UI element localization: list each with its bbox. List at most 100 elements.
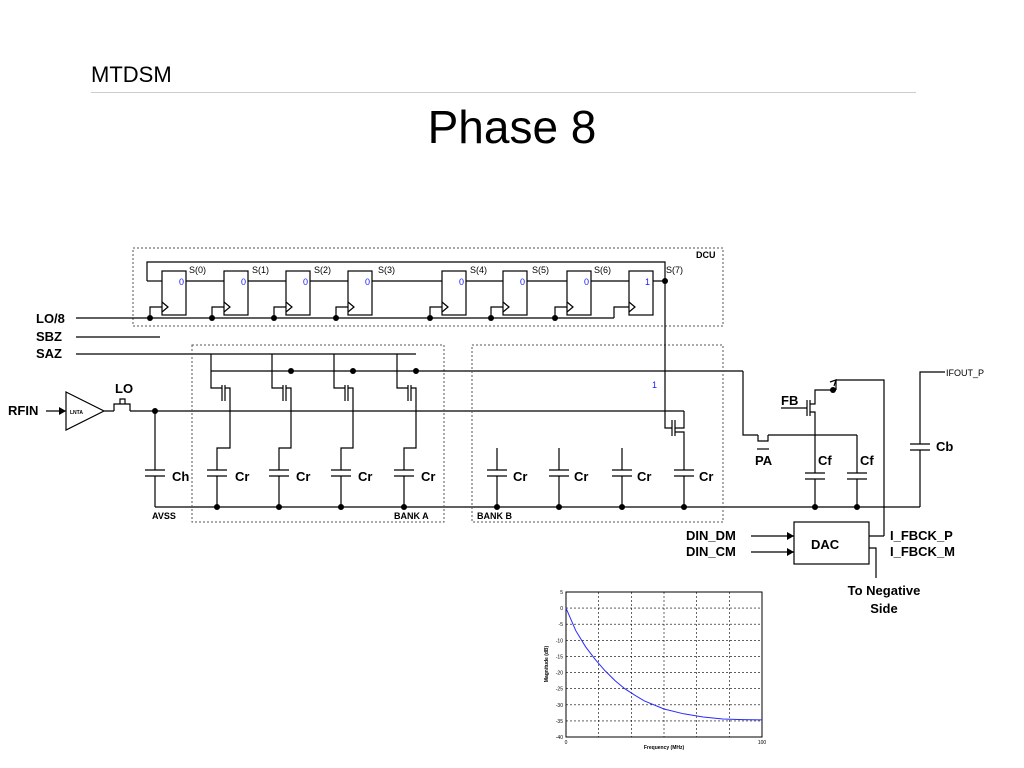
cf-1-label: Cf bbox=[860, 453, 874, 468]
header-divider bbox=[91, 92, 916, 93]
clk-dot-2 bbox=[271, 315, 277, 321]
dff-4-clock bbox=[441, 301, 449, 313]
clk-dot-6 bbox=[552, 315, 558, 321]
fb-label: FB bbox=[781, 393, 798, 408]
bank-a-cr-3 bbox=[394, 411, 417, 507]
lnta-triangle bbox=[65, 391, 106, 431]
y-tick-label: -35 bbox=[556, 719, 563, 725]
dff-4-label: S(4) bbox=[470, 265, 487, 275]
pa-label: PA bbox=[755, 453, 773, 468]
dff-5-value: 0 bbox=[520, 277, 525, 287]
bank-a-switch-2 bbox=[333, 354, 354, 411]
rfin-arrow-icon bbox=[59, 407, 66, 415]
y-tick-label: -30 bbox=[556, 703, 563, 709]
slide-title: Phase 8 bbox=[427, 101, 597, 153]
bank-a-boundary bbox=[191, 344, 445, 523]
bank-a-cr-2-label: Cr bbox=[358, 469, 372, 484]
dff-6: 0 S(6) bbox=[566, 265, 611, 316]
frequency-response-chart: 50-5-10-15-20-25-30-35-40 0 100 Frequenc… bbox=[544, 590, 766, 751]
dff-0-clock bbox=[161, 301, 169, 313]
dff-4-box bbox=[441, 270, 467, 316]
dff-5-clock bbox=[502, 301, 510, 313]
slide-header: MTDSM bbox=[91, 62, 172, 87]
dcu-boundary bbox=[132, 247, 724, 327]
plot-grid bbox=[566, 592, 762, 738]
bank-a-label: BANK A bbox=[394, 511, 429, 521]
to-negative-side-line2: Side bbox=[870, 601, 897, 616]
dff-3-box bbox=[347, 270, 373, 316]
clk-dot-5 bbox=[488, 315, 494, 321]
fb-switch bbox=[781, 389, 836, 435]
gnd-dot-cf1 bbox=[854, 504, 860, 510]
clk-dot-4 bbox=[427, 315, 433, 321]
gnd-dot-b3 bbox=[681, 504, 687, 510]
bank-a-cr-0-label: Cr bbox=[235, 469, 249, 484]
gnd-dot-a1 bbox=[276, 504, 282, 510]
dcu-label: DCU bbox=[696, 250, 716, 260]
bank-b-boundary bbox=[471, 344, 724, 523]
ch-capacitor bbox=[145, 411, 165, 507]
dac-output-wires bbox=[869, 535, 884, 578]
bank-a-cr-1 bbox=[269, 411, 292, 507]
dff-7-clock bbox=[628, 301, 636, 313]
dff-1: 0 S(1) bbox=[223, 265, 269, 316]
dff-2: 0 S(2) bbox=[285, 265, 331, 316]
gnd-dot-a3 bbox=[401, 504, 407, 510]
y-tick-label: -40 bbox=[556, 735, 563, 741]
bank-b-cr-1 bbox=[549, 448, 569, 507]
sbz-label: SBZ bbox=[36, 329, 62, 344]
gnd-dot-b0 bbox=[494, 504, 500, 510]
lo-switch-label: LO bbox=[115, 381, 133, 396]
dff-6-clock bbox=[566, 301, 574, 313]
ch-label: Ch bbox=[172, 469, 189, 484]
plot-y-ticks: 50-5-10-15-20-25-30-35-40 bbox=[556, 590, 563, 741]
x-tick-min: 0 bbox=[565, 740, 568, 746]
rfin-label: RFIN bbox=[8, 403, 38, 418]
bank-b-label: BANK B bbox=[477, 511, 512, 521]
bank-b-cr-0-label: Cr bbox=[513, 469, 527, 484]
dff-6-box bbox=[566, 270, 592, 316]
clk-dot-3 bbox=[333, 315, 339, 321]
bank-b-cr-0 bbox=[487, 448, 507, 507]
y-tick-label: -5 bbox=[559, 622, 564, 628]
fb-arrow-icon bbox=[829, 379, 837, 387]
to-negative-side-line1: To Negative bbox=[848, 583, 921, 598]
dff-7-value: 1 bbox=[645, 277, 650, 287]
dff-2-label: S(2) bbox=[314, 265, 331, 275]
din-dm-label: DIN_DM bbox=[686, 528, 736, 543]
clk-dot-1 bbox=[209, 315, 215, 321]
gnd-dot-a0 bbox=[214, 504, 220, 510]
dff-0-box bbox=[161, 270, 187, 316]
bank-a-cr-1-label: Cr bbox=[296, 469, 310, 484]
y-tick-label: 0 bbox=[560, 606, 563, 612]
bank-b-cr-3-label: Cr bbox=[699, 469, 713, 484]
lo-switch bbox=[104, 398, 157, 412]
y-tick-label: -20 bbox=[556, 671, 563, 677]
dff-5: 0 S(5) bbox=[502, 265, 549, 316]
dff-2-box bbox=[285, 270, 311, 316]
feedback-wire bbox=[835, 379, 885, 536]
dff-7: 1 S(7) bbox=[628, 265, 683, 316]
y-tick-label: -15 bbox=[556, 654, 563, 660]
y-tick-label: -25 bbox=[556, 687, 563, 693]
bank-b-s7-switch-cr bbox=[664, 281, 694, 507]
bank-a-switch-0 bbox=[210, 354, 231, 411]
cf-capacitor-0 bbox=[805, 435, 825, 507]
bank-b-cr-2-label: Cr bbox=[637, 469, 651, 484]
din-cm-arrow-icon bbox=[787, 548, 794, 556]
cb-label: Cb bbox=[936, 439, 953, 454]
dff-6-value: 0 bbox=[584, 277, 589, 287]
pa-switch bbox=[742, 371, 857, 442]
bank-a-gate-dot-2 bbox=[350, 368, 356, 374]
gnd-dot-cf0 bbox=[812, 504, 818, 510]
bank-a-cr-3-label: Cr bbox=[421, 469, 435, 484]
bank-a-switch-3 bbox=[396, 354, 417, 411]
gnd-dot-a2 bbox=[338, 504, 344, 510]
dff-1-value: 0 bbox=[241, 277, 246, 287]
dff-2-clock bbox=[285, 301, 293, 313]
y-axis-label: Magnitude (dB) bbox=[544, 645, 550, 682]
clock-taps bbox=[149, 306, 629, 318]
dac-label: DAC bbox=[811, 537, 840, 552]
dff-5-label: S(5) bbox=[532, 265, 549, 275]
bank-a-gate-dot-1 bbox=[288, 368, 294, 374]
